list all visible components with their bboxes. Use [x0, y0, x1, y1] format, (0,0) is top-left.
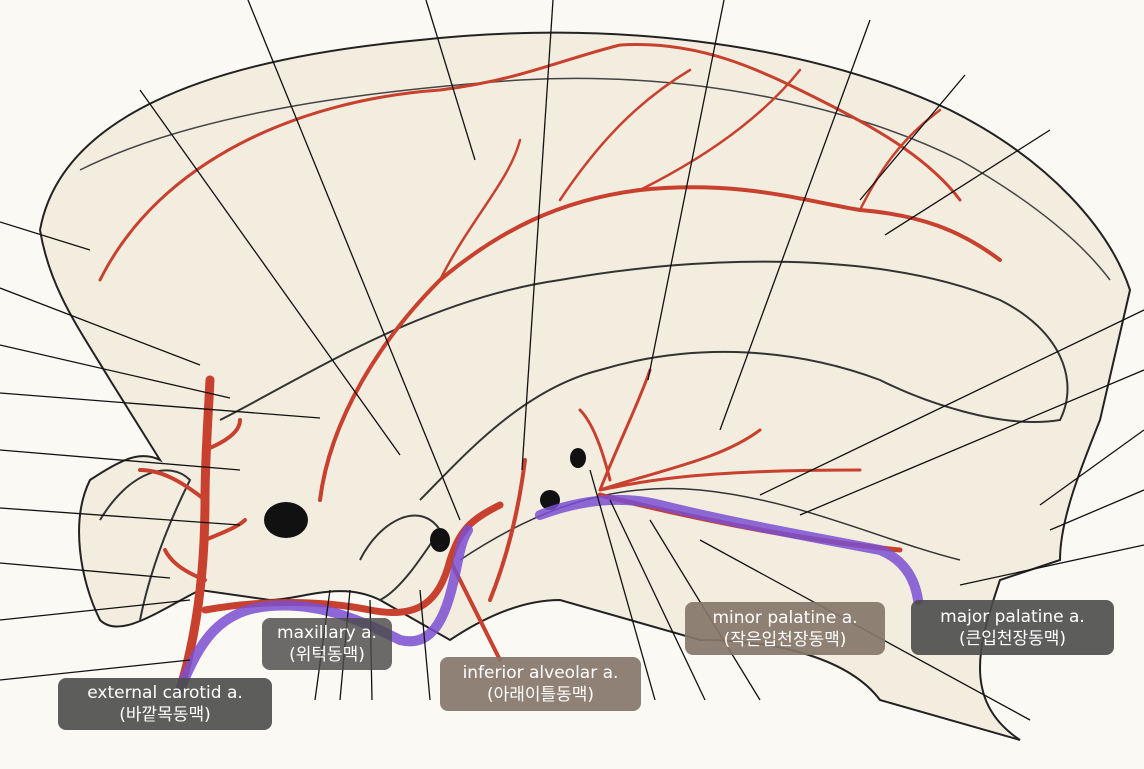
label-en: maxillary a. [277, 623, 377, 643]
leader-line [0, 599, 191, 621]
leader-line [0, 507, 241, 526]
leader-line [759, 309, 1144, 496]
leader-line [719, 19, 871, 431]
leader-line [0, 659, 191, 681]
sphenopalatine-branches [578, 368, 862, 492]
foramen-dark-2 [430, 528, 450, 552]
leader-line [799, 369, 1144, 516]
label-ko: (위턱동맥) [289, 645, 365, 665]
label-en: inferior alveolar a. [462, 663, 619, 683]
leader-line [884, 129, 1051, 236]
label-major-palatine-artery: major palatine a. (큰입천장동맥) [911, 600, 1114, 655]
leader-lines [0, 0, 1144, 721]
leader-line [139, 89, 401, 456]
leader-line [0, 449, 241, 471]
leader-line [425, 0, 476, 161]
label-en: minor palatine a. [712, 607, 858, 628]
leader-line [859, 74, 966, 201]
external-carotid-artery [175, 375, 215, 695]
leader-line [589, 469, 656, 701]
leader-line [647, 0, 725, 381]
label-en: external carotid a. [87, 683, 243, 703]
leader-line [609, 499, 706, 701]
artery-branch-mid [438, 68, 942, 282]
label-inferior-alveolar-artery: inferior alveolar a. (아래이틀동맥) [440, 657, 641, 711]
facial-branches [138, 418, 247, 582]
leader-line [959, 544, 1144, 586]
artery-branch-ascending [318, 185, 1002, 502]
label-en: major palatine a. [940, 606, 1085, 627]
leader-line [0, 221, 91, 251]
nasal-cavity-outline [219, 260, 1069, 501]
leader-line [1039, 429, 1144, 506]
leader-line [0, 344, 231, 399]
label-ko: (바깥목동맥) [119, 705, 211, 725]
label-ko: (작은입천장동맥) [723, 629, 847, 650]
leader-line [247, 0, 461, 521]
label-ko: (아래이틀동맥) [486, 685, 595, 705]
leader-line [521, 0, 554, 471]
label-maxillary-artery: maxillary a. (위턱동맥) [262, 618, 392, 670]
highlighted-palatine-path [535, 494, 923, 605]
foramen-dark [264, 502, 308, 538]
leader-line [1049, 489, 1144, 531]
leader-line [0, 287, 201, 366]
label-minor-palatine-artery: minor palatine a. (작은입천장동맥) [685, 602, 885, 655]
palate-outline [459, 487, 961, 561]
leader-line [0, 562, 171, 579]
leader-line [419, 589, 431, 701]
leader-line [0, 392, 321, 419]
foramen-dark-4 [570, 448, 586, 468]
artery-branch-upper [98, 42, 962, 282]
label-external-carotid-artery: external carotid a. (바깥목동맥) [58, 678, 272, 730]
superior-outline [79, 77, 1111, 281]
label-ko: (큰입천장동맥) [958, 628, 1067, 649]
